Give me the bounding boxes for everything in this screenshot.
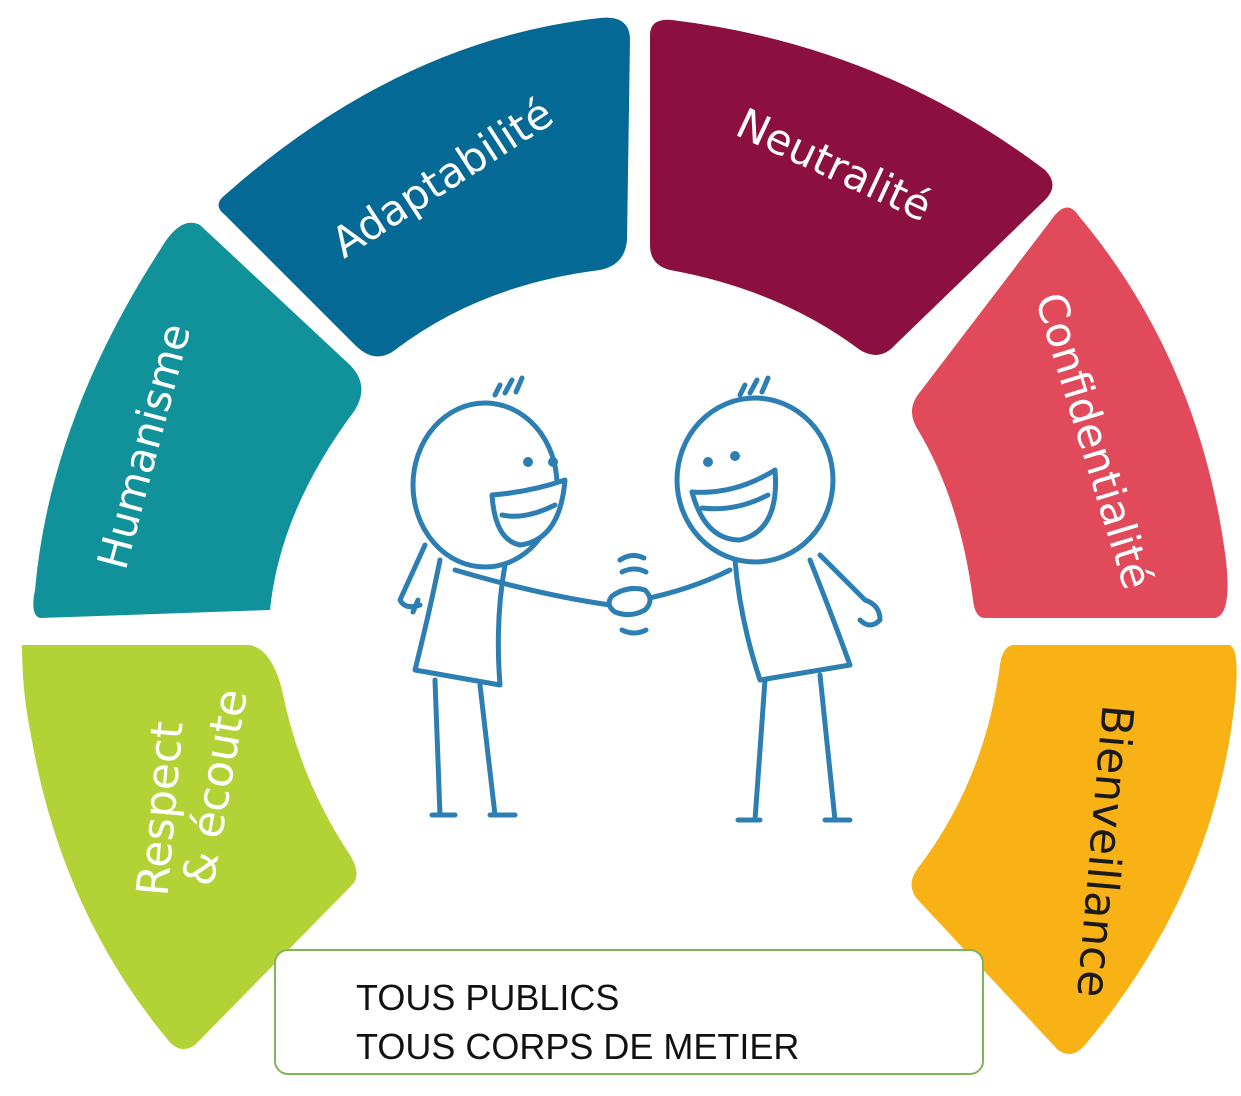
left-person-figure	[397, 375, 613, 818]
segment-humanisme	[33, 222, 362, 618]
segment-bienveillance	[911, 645, 1237, 1054]
clasped-hands	[606, 552, 653, 636]
audience-box: TOUS PUBLICS TOUS CORPS DE METIER	[274, 949, 984, 1075]
segment-respect-ecoute	[22, 645, 357, 1049]
audience-line-tous-corps-de-metier: TOUS CORPS DE METIER	[356, 1026, 800, 1067]
segment-neutralite	[650, 19, 1053, 355]
handshake-illustration	[397, 375, 883, 823]
segment-adaptabilite	[218, 17, 630, 357]
audience-line-tous-publics: TOUS PUBLICS	[356, 977, 620, 1018]
right-person-figure	[637, 375, 883, 823]
segment-confidentialite	[911, 207, 1228, 618]
